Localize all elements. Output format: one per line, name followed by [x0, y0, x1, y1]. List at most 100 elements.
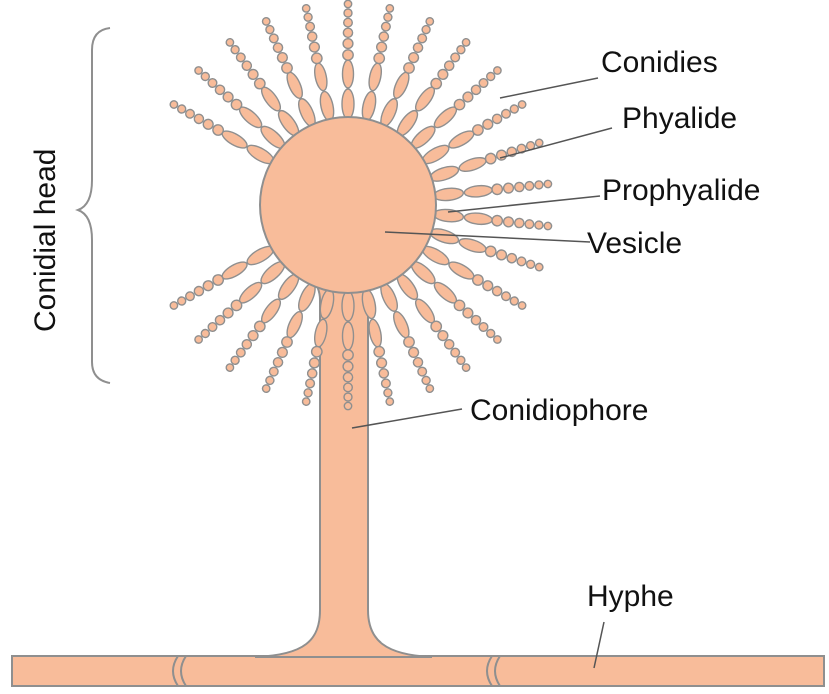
leader-conidies — [500, 78, 598, 98]
hyphe — [12, 656, 824, 686]
conidium — [343, 50, 353, 60]
conidium — [535, 181, 544, 190]
phyalide — [220, 128, 250, 152]
conidium — [311, 52, 323, 64]
conidium — [265, 24, 276, 35]
label-conidies: Conidies — [601, 46, 718, 79]
conidium — [343, 39, 353, 49]
conidium — [381, 378, 391, 388]
conidium — [425, 384, 435, 394]
conidium — [525, 181, 534, 190]
conidium — [302, 4, 311, 13]
conidium — [412, 42, 424, 54]
conidium — [491, 215, 502, 226]
leader-prophyalide — [448, 196, 600, 212]
conidium — [305, 21, 315, 31]
conidium — [272, 42, 284, 54]
conidial-head-bracket — [78, 28, 110, 383]
conidium — [385, 397, 394, 406]
conidium — [376, 357, 388, 369]
conidium — [544, 180, 552, 188]
phyalide — [458, 155, 488, 174]
conidium — [373, 346, 385, 358]
conidium — [412, 356, 424, 368]
conidium — [503, 183, 514, 194]
conidium — [417, 33, 428, 44]
conidium — [305, 378, 315, 388]
phyalide — [391, 70, 412, 100]
conidium — [495, 149, 507, 161]
conidium — [373, 52, 385, 64]
phyalide — [447, 259, 477, 283]
conidium — [421, 24, 432, 35]
conidium — [265, 375, 276, 386]
prophyalide — [433, 187, 464, 202]
phyalide — [343, 60, 354, 88]
conidium — [514, 218, 524, 228]
conidium — [544, 222, 552, 230]
label-phyalide: Phyalide — [622, 102, 737, 135]
conidium — [383, 12, 392, 21]
conidium — [343, 350, 353, 360]
conidium — [378, 368, 389, 379]
conidium — [343, 28, 352, 37]
conidium — [307, 31, 318, 42]
phyalide — [391, 310, 412, 340]
prophyalide — [342, 291, 354, 321]
conidium — [343, 373, 352, 382]
conidium — [261, 17, 271, 27]
conidium — [491, 184, 502, 195]
phyalide — [284, 310, 305, 340]
conidium — [344, 393, 352, 401]
conidium — [309, 41, 321, 53]
conidium — [344, 9, 352, 17]
phyalide — [220, 259, 250, 283]
conidium — [268, 366, 279, 377]
conidium — [514, 182, 524, 192]
conidium — [484, 245, 497, 258]
hyphe-tube — [12, 656, 824, 686]
conidium — [307, 368, 318, 379]
conidium — [381, 21, 391, 31]
conidium — [425, 17, 435, 27]
phyalide — [343, 322, 354, 350]
label-prophyalide: Prophyalide — [602, 174, 760, 207]
phyalide — [458, 236, 488, 255]
phyalide — [284, 70, 305, 100]
conidium — [506, 252, 518, 264]
phyalide — [464, 212, 493, 226]
conidium — [309, 357, 321, 369]
conidium — [344, 383, 353, 392]
conidium — [535, 221, 544, 230]
conidium — [526, 259, 536, 269]
label-conidial-head: Conidial head — [29, 149, 62, 332]
conidium — [495, 249, 507, 261]
phyalide — [367, 318, 384, 348]
label-vesicle: Vesicle — [587, 227, 682, 260]
conidium — [421, 375, 432, 386]
conidium — [417, 366, 428, 377]
conidium — [344, 0, 351, 7]
conidium — [516, 256, 527, 267]
conidium — [383, 388, 392, 397]
conidium — [503, 217, 514, 228]
conidium — [376, 41, 388, 53]
phyalide — [447, 128, 477, 152]
phyalide — [313, 62, 330, 92]
prophyalide — [342, 89, 354, 119]
conidium — [343, 362, 353, 372]
phyalide — [367, 62, 384, 92]
conidium — [525, 219, 534, 228]
conidium — [268, 33, 279, 44]
conidium — [385, 4, 394, 13]
conidium — [302, 397, 311, 406]
label-conidiophore: Conidiophore — [470, 394, 648, 427]
conidium — [378, 31, 389, 42]
vesicle — [260, 117, 436, 293]
leader-phyalide — [500, 128, 612, 158]
phyalide — [464, 184, 493, 198]
conidium — [535, 262, 544, 271]
conidium — [344, 402, 351, 409]
conidium — [303, 388, 312, 397]
